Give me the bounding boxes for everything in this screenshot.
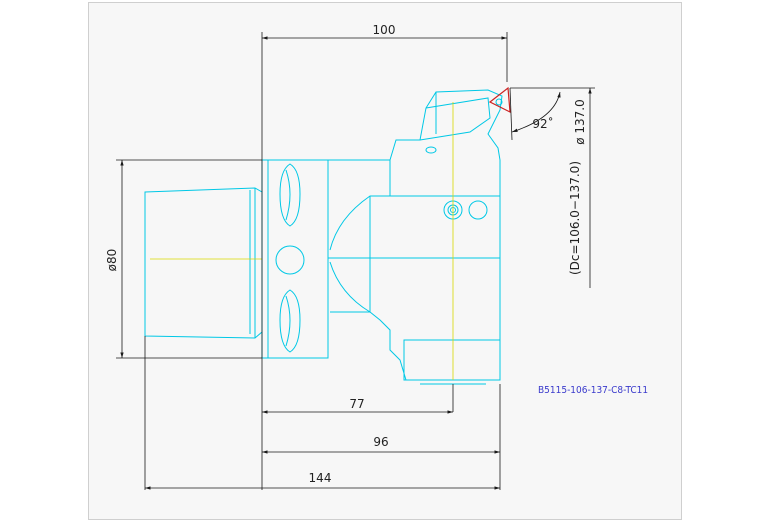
bottom-pocket — [403, 339, 501, 381]
dim-100: 100 — [373, 23, 396, 37]
dim-shank-diameter: ø80 — [105, 249, 119, 272]
part-code: B5115-106-137-C8-TC11 — [538, 385, 648, 396]
drive-slot-lower — [279, 289, 301, 353]
dim-lead-angle: 92˚ — [532, 116, 553, 131]
drive-slot-upper — [279, 163, 301, 227]
body-outline — [328, 89, 503, 381]
dim-cutting-diameter: ø 137.0 — [573, 99, 587, 145]
dim-144: 144 — [309, 471, 332, 485]
angle-arc — [511, 91, 561, 133]
tool-body — [144, 89, 503, 385]
coolant-hole — [275, 245, 305, 275]
dimension-lines — [116, 32, 595, 490]
screw-b — [468, 200, 488, 220]
shank-outline — [144, 187, 263, 339]
cutting-insert — [488, 86, 511, 114]
dim-96: 96 — [373, 435, 388, 449]
dim-diameter-range: (Dc=106.0−137.0) — [568, 161, 582, 275]
flange-outline — [261, 159, 329, 359]
dim-77: 77 — [349, 397, 364, 411]
cartridge-outline — [419, 97, 491, 141]
centerlines — [150, 102, 454, 380]
